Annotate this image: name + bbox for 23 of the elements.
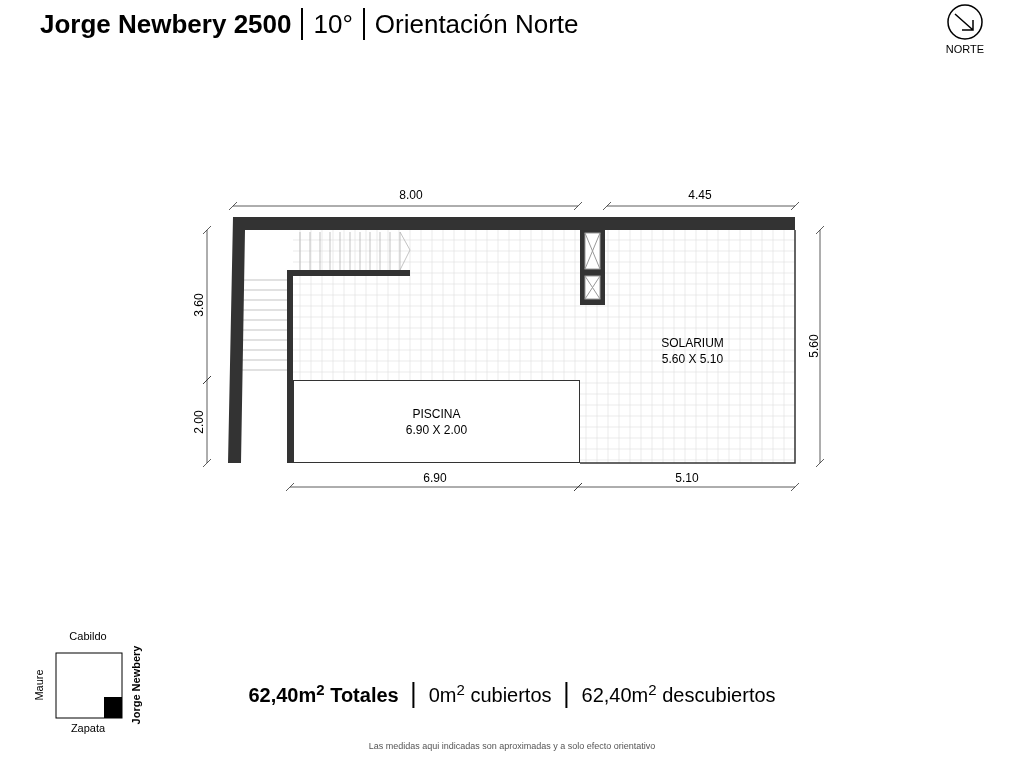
- dimension-label: 2.00: [193, 410, 205, 434]
- dimension-label: 8.00: [399, 189, 423, 201]
- compass-label: NORTE: [945, 44, 985, 55]
- street-name: Maure: [33, 669, 45, 701]
- title: Jorge Newbery 2500: [40, 11, 292, 37]
- dimension-label: 5.10: [675, 472, 699, 484]
- dimension-label: 4.45: [688, 189, 712, 201]
- room-name: SOLARIUM: [661, 335, 724, 351]
- footnote: Las medidas aqui indicadas son aproximadas y a solo efecto orientativo: [368, 742, 656, 751]
- pool-area: [293, 380, 580, 463]
- room-name: PISCINA: [412, 405, 461, 422]
- covered-area: 0m$^{2}$ cubiertos: [428, 680, 552, 710]
- uncovered-area: 62,40m$^{2}$ descubiertos: [581, 680, 776, 710]
- street-name: Cabildo: [69, 631, 107, 642]
- room-size: 5.60 X 5.10: [661, 351, 724, 367]
- room-size: 6.90 X 2.00: [405, 421, 468, 438]
- street-name: Jorge Newbery: [130, 645, 142, 725]
- dimension-label: 3.60: [193, 293, 205, 317]
- dimension-label: 5.60: [808, 334, 820, 358]
- orientation-text: Orientación Norte: [374, 11, 579, 37]
- total-area: 62,40m$^{2}$ Totales: [248, 680, 399, 710]
- angle-text: 10°: [313, 11, 353, 37]
- street-name: Zapata: [70, 723, 106, 734]
